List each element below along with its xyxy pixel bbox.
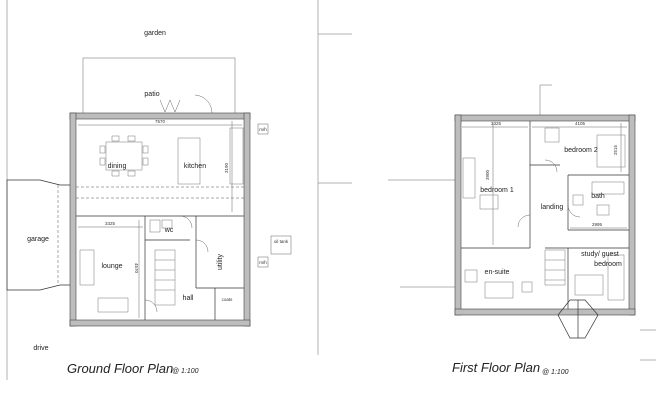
bath-basin	[572, 194, 584, 206]
dim-text-lounge-width: 3325	[105, 221, 116, 226]
manhole-box	[257, 256, 269, 268]
tag-oil-tank: oil tank	[274, 239, 289, 244]
patio-door-swing	[194, 94, 213, 114]
kitchen-worktop	[229, 127, 244, 185]
sofa	[79, 249, 95, 286]
label-utility: utility	[217, 254, 224, 270]
door-swing	[517, 214, 531, 228]
first-floor-scale: @ 1:100	[542, 369, 569, 376]
wall-east	[243, 112, 251, 327]
label-bedroom1: bedroom 1	[480, 187, 514, 194]
dim-text: 4105	[575, 121, 586, 126]
patio-outline	[82, 57, 236, 119]
wall-south	[454, 308, 636, 316]
label-lounge: lounge	[101, 263, 122, 270]
dim-text: 2995	[592, 222, 603, 227]
door-swing	[179, 215, 193, 229]
label-study-2: bedroom	[594, 261, 622, 268]
chair	[127, 135, 136, 142]
ground-floor-plan: garden patio dining kitchen garage wc lo…	[6, 0, 352, 380]
dim-text-kitchen-height: 3190	[224, 162, 229, 173]
wall-west	[69, 112, 77, 327]
first-floor-title: First Floor Plan	[452, 360, 540, 375]
chair	[111, 170, 120, 177]
dim-text-width: 7570	[155, 119, 166, 124]
first-floor-plan: bedroom 1 bedroom 2 bath landing study/ …	[388, 84, 656, 376]
door-swing	[544, 159, 558, 173]
study-bed	[574, 274, 604, 296]
bifold-door	[159, 99, 181, 113]
ensuite-basin	[521, 281, 533, 293]
label-landing: landing	[541, 204, 564, 211]
dining-table	[105, 141, 143, 171]
chair	[142, 145, 149, 154]
label-garden: garden	[144, 30, 166, 37]
ensuite-wc	[464, 269, 478, 283]
tag-mh-top: m/h	[259, 127, 267, 132]
label-bath: bath	[591, 193, 605, 200]
dim-text: 2515	[613, 144, 618, 155]
bed	[596, 134, 626, 168]
bath-tub	[591, 181, 625, 195]
bay-projection	[557, 299, 599, 339]
ground-floor-scale: @ 1:100	[172, 368, 199, 375]
label-drive: drive	[33, 345, 48, 352]
wardrobe	[544, 127, 560, 143]
chair	[111, 135, 120, 142]
kitchen-island	[177, 137, 201, 185]
wardrobe	[462, 157, 476, 199]
label-coats: coats	[222, 297, 234, 302]
dim-text-lounge-height: 4570	[134, 263, 139, 274]
label-ensuite: en-suite	[485, 269, 510, 276]
chair	[99, 157, 106, 166]
label-dining: dining	[108, 163, 127, 170]
stair-void	[544, 249, 566, 286]
wall-west	[454, 114, 462, 316]
chair	[142, 157, 149, 166]
garage-outline	[6, 179, 70, 291]
study-desk	[607, 254, 625, 301]
dim-text: 3900	[485, 169, 490, 180]
dim-text: 3325	[491, 121, 502, 126]
oil-tank-box	[270, 235, 292, 255]
wc-toilet	[149, 219, 161, 233]
bed	[479, 194, 499, 210]
label-kitchen: kitchen	[184, 163, 206, 170]
staircase	[154, 249, 176, 306]
door-swing	[195, 239, 209, 253]
bath-toilet	[596, 204, 610, 216]
label-wc: wc	[164, 227, 174, 234]
wall-east	[628, 114, 636, 316]
door-swing	[567, 204, 581, 218]
ground-floor-title: Ground Floor Plan	[67, 361, 173, 376]
wall-north	[454, 114, 636, 122]
label-study-1: study/ guest	[581, 251, 619, 258]
label-patio: patio	[144, 91, 159, 98]
wall-south	[69, 319, 251, 327]
manhole-box	[257, 123, 269, 135]
label-bedroom2: bedroom 2	[564, 147, 598, 154]
label-garage: garage	[27, 236, 49, 243]
label-hall: hall	[183, 295, 194, 302]
door-swing	[144, 299, 158, 313]
wc-basin	[161, 219, 173, 229]
chair	[127, 170, 136, 177]
ensuite-shower	[484, 281, 514, 299]
chair	[99, 145, 106, 154]
tag-mh-side: m/h	[259, 260, 267, 265]
sofa	[97, 297, 129, 313]
